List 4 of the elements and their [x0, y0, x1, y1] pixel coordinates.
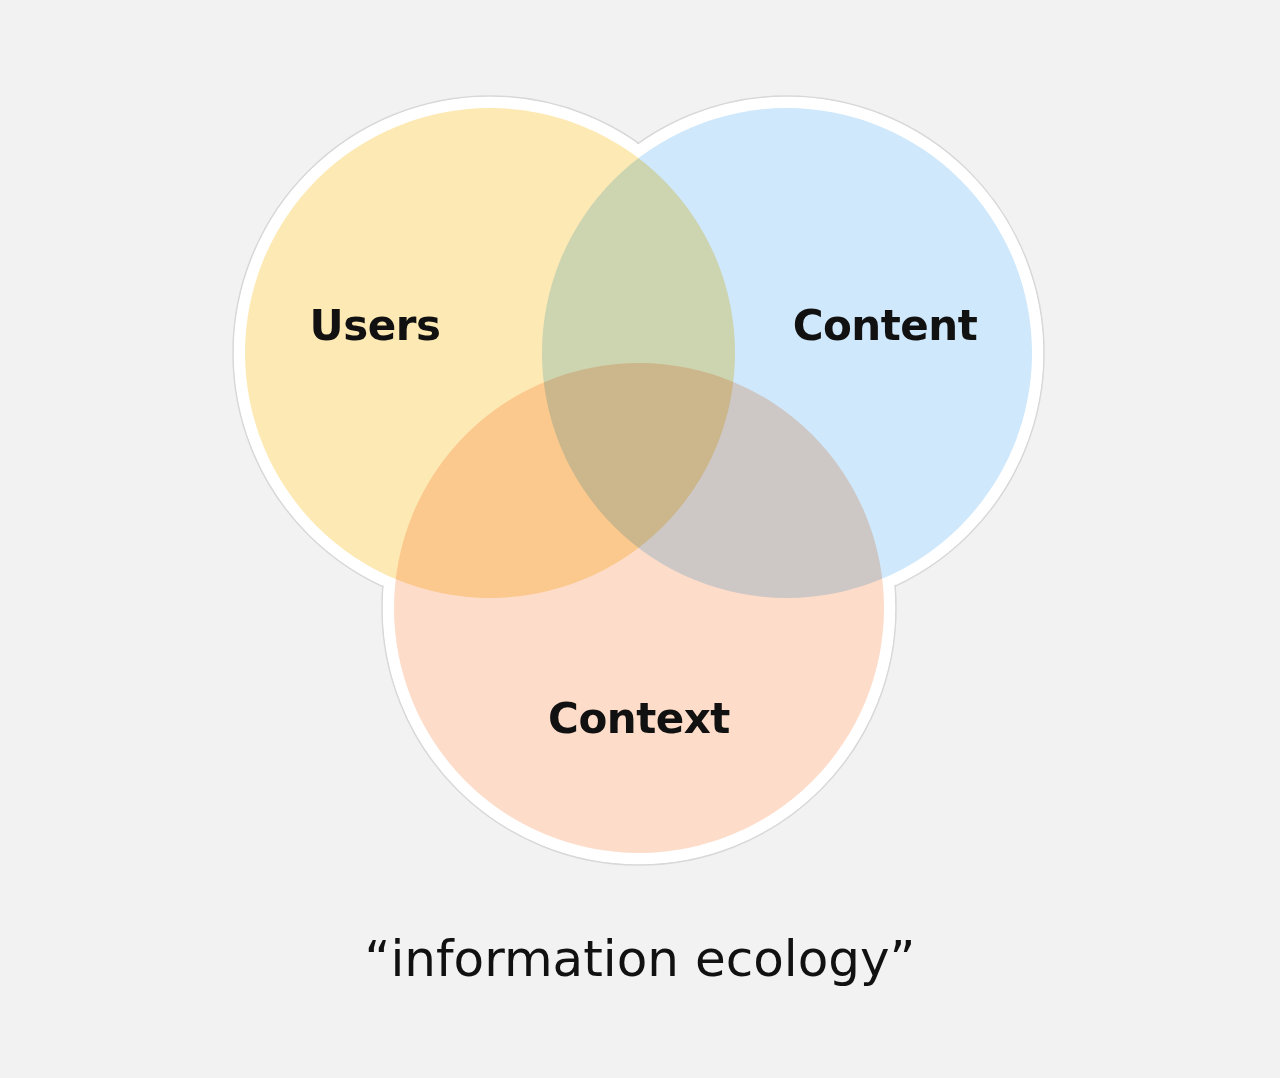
set-label: Context: [548, 693, 730, 743]
set-label: Users: [309, 300, 441, 350]
caption: “information ecology”: [363, 930, 917, 988]
set-label: Content: [792, 300, 978, 350]
